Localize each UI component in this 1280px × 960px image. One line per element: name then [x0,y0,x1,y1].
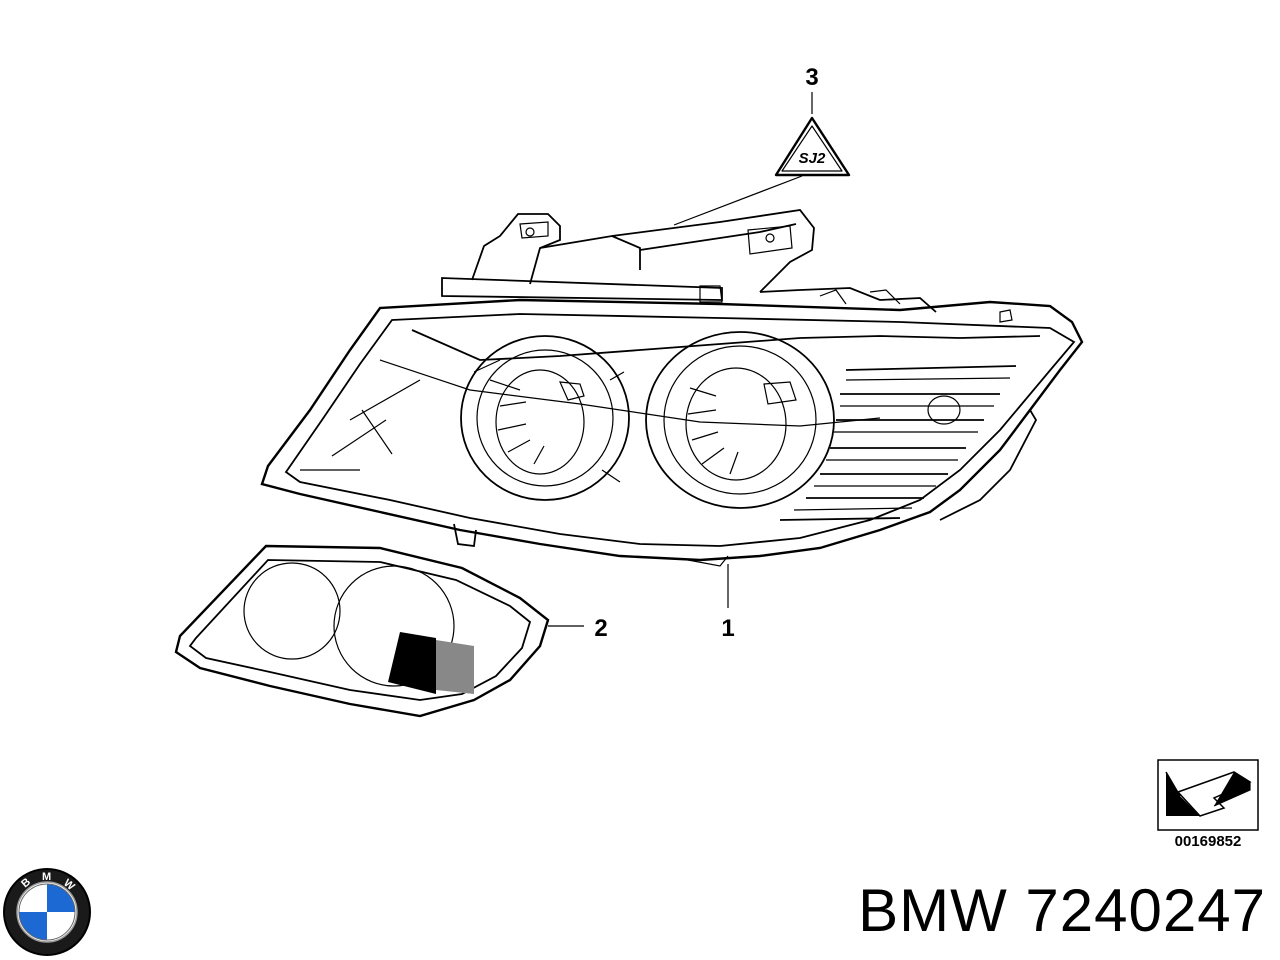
warning-triangle-icon: SJ2 [774,116,851,177]
logo-letter-m: M [42,871,51,883]
turn-signal-fins [779,365,1017,521]
callout-3: 3 [805,64,818,91]
callout-2: 2 [594,615,607,642]
view-direction-arrow-icon [1157,759,1259,831]
bmw-roundel-logo: B M W [3,868,91,956]
black-marking-block [388,632,436,694]
part-number-caption: BMW 7240247 [858,877,1266,944]
headlight-assembly [260,209,1084,567]
warning-triangle-symbol-text: SJ2 [799,150,826,167]
callout-3-pointer [673,175,803,226]
diagram-number: 00169852 [1174,833,1242,850]
headlight-cover-lens [174,544,550,718]
callout-1: 1 [721,615,734,642]
grey-marking-block [436,640,474,694]
